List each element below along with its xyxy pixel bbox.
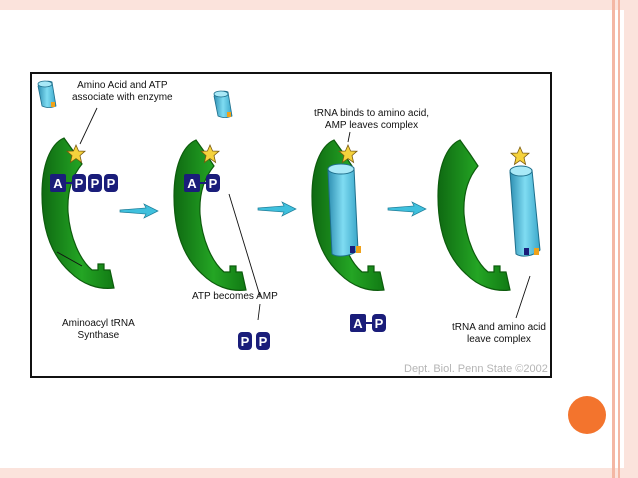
stage-3 [311, 131, 385, 291]
pointer-line [515, 275, 531, 319]
trna-body [327, 165, 359, 257]
phosphate-letter: P [241, 334, 250, 349]
label-synthase: Aminoacyl tRNA Synthase [62, 318, 135, 341]
adenosine-letter: A [187, 176, 197, 191]
trna-icon [37, 80, 57, 108]
pointer-line [257, 303, 261, 321]
label-atp-amp: ATP becomes AMP [192, 291, 278, 302]
arrow-icon [387, 201, 427, 217]
trna-top [327, 163, 355, 175]
right-decor-rail [624, 0, 638, 478]
pointer-line [347, 131, 351, 143]
credit-text: Dept. Biol. Penn State ©2002 [404, 363, 548, 375]
phosphate-letter: P [375, 316, 384, 331]
pointer-line [228, 193, 261, 297]
label-trna-binds: tRNA binds to amino acid, AMP leaves com… [314, 108, 430, 131]
diagram-frame: A P P P A P P P A P [30, 72, 552, 378]
pointer-line [56, 251, 83, 267]
trna-icon [213, 90, 233, 118]
pyrophosphate-group: P P [238, 332, 270, 350]
arrow-icon [119, 203, 159, 219]
anticodon [524, 248, 529, 255]
enzyme-shape [437, 139, 511, 291]
arrow-icon [257, 201, 297, 217]
stage-1 [37, 80, 115, 289]
label-amino-atp: Amino Acid and ATP associate with enzyme [72, 80, 173, 103]
anticodon [534, 248, 539, 255]
adenosine-letter: A [353, 316, 363, 331]
accent-circle [568, 396, 606, 434]
pointer-line [79, 107, 98, 145]
phosphate-letter: P [107, 176, 116, 191]
anticodon [356, 246, 361, 253]
phosphate-letter: P [259, 334, 268, 349]
trna-body [509, 167, 541, 257]
adenosine-letter: A [53, 176, 63, 191]
diagram-canvas: A P P P A P P P A P [37, 80, 541, 350]
enzyme-shape [41, 137, 115, 289]
label-trna-leave: tRNA and amino acid leave complex [452, 322, 546, 345]
amp-group: A P [184, 174, 220, 192]
bottom-decor-band [0, 468, 638, 478]
anticodon [350, 246, 355, 253]
atp-group: A P P P [50, 174, 118, 192]
stage-2 [173, 90, 261, 321]
stage-4 [437, 139, 541, 319]
right-decor-rail [618, 0, 620, 478]
trna-top [509, 165, 533, 177]
phosphate-letter: P [209, 176, 218, 191]
star-icon [510, 146, 530, 165]
phosphate-letter: P [75, 176, 84, 191]
phosphate-letter: P [91, 176, 100, 191]
right-decor-rail [612, 0, 615, 478]
released-amp-group: A P [350, 314, 386, 332]
top-decor-band [0, 0, 638, 10]
